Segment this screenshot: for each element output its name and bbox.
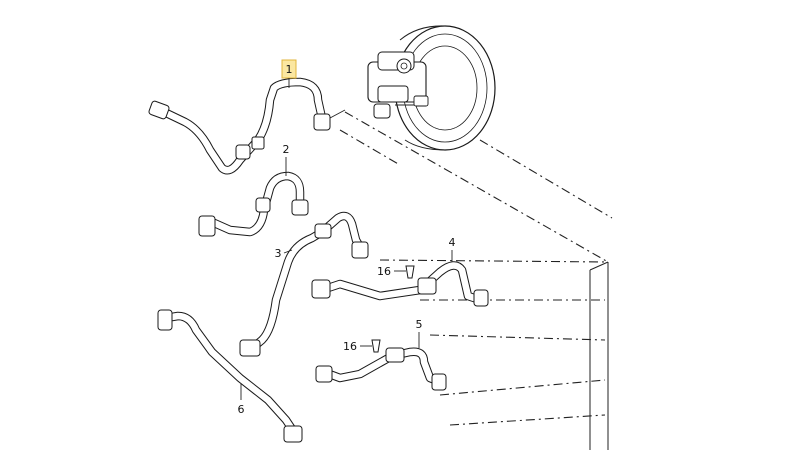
hose-5 bbox=[315, 339, 447, 391]
callout-2[interactable]: 2 bbox=[283, 143, 290, 176]
engine-outline bbox=[339, 111, 613, 450]
brake-booster bbox=[367, 25, 496, 151]
callout-label-2: 2 bbox=[283, 143, 290, 156]
hose-2 bbox=[198, 171, 309, 237]
callout-4[interactable]: 4 bbox=[449, 236, 456, 262]
hose-6 bbox=[157, 309, 303, 443]
callout-16-lower[interactable]: 16 bbox=[343, 340, 372, 353]
callout-16-upper[interactable]: 16 bbox=[377, 265, 406, 278]
callout-1[interactable]: 1 bbox=[281, 59, 297, 88]
callout-5[interactable]: 5 bbox=[416, 318, 423, 348]
callout-label-5: 5 bbox=[416, 318, 423, 331]
callout-label-16-upper: 16 bbox=[377, 265, 391, 278]
hose-1 bbox=[148, 77, 346, 175]
callout-3[interactable]: 3 bbox=[275, 247, 293, 260]
callout-label-16-lower: 16 bbox=[343, 340, 357, 353]
hose-4 bbox=[311, 261, 489, 307]
callout-label-6: 6 bbox=[238, 403, 245, 416]
callout-6[interactable]: 6 bbox=[238, 384, 245, 416]
callout-label-3: 3 bbox=[275, 247, 282, 260]
callout-label-4: 4 bbox=[449, 236, 456, 249]
callout-label-1: 1 bbox=[286, 63, 293, 76]
hose-3 bbox=[239, 211, 369, 357]
